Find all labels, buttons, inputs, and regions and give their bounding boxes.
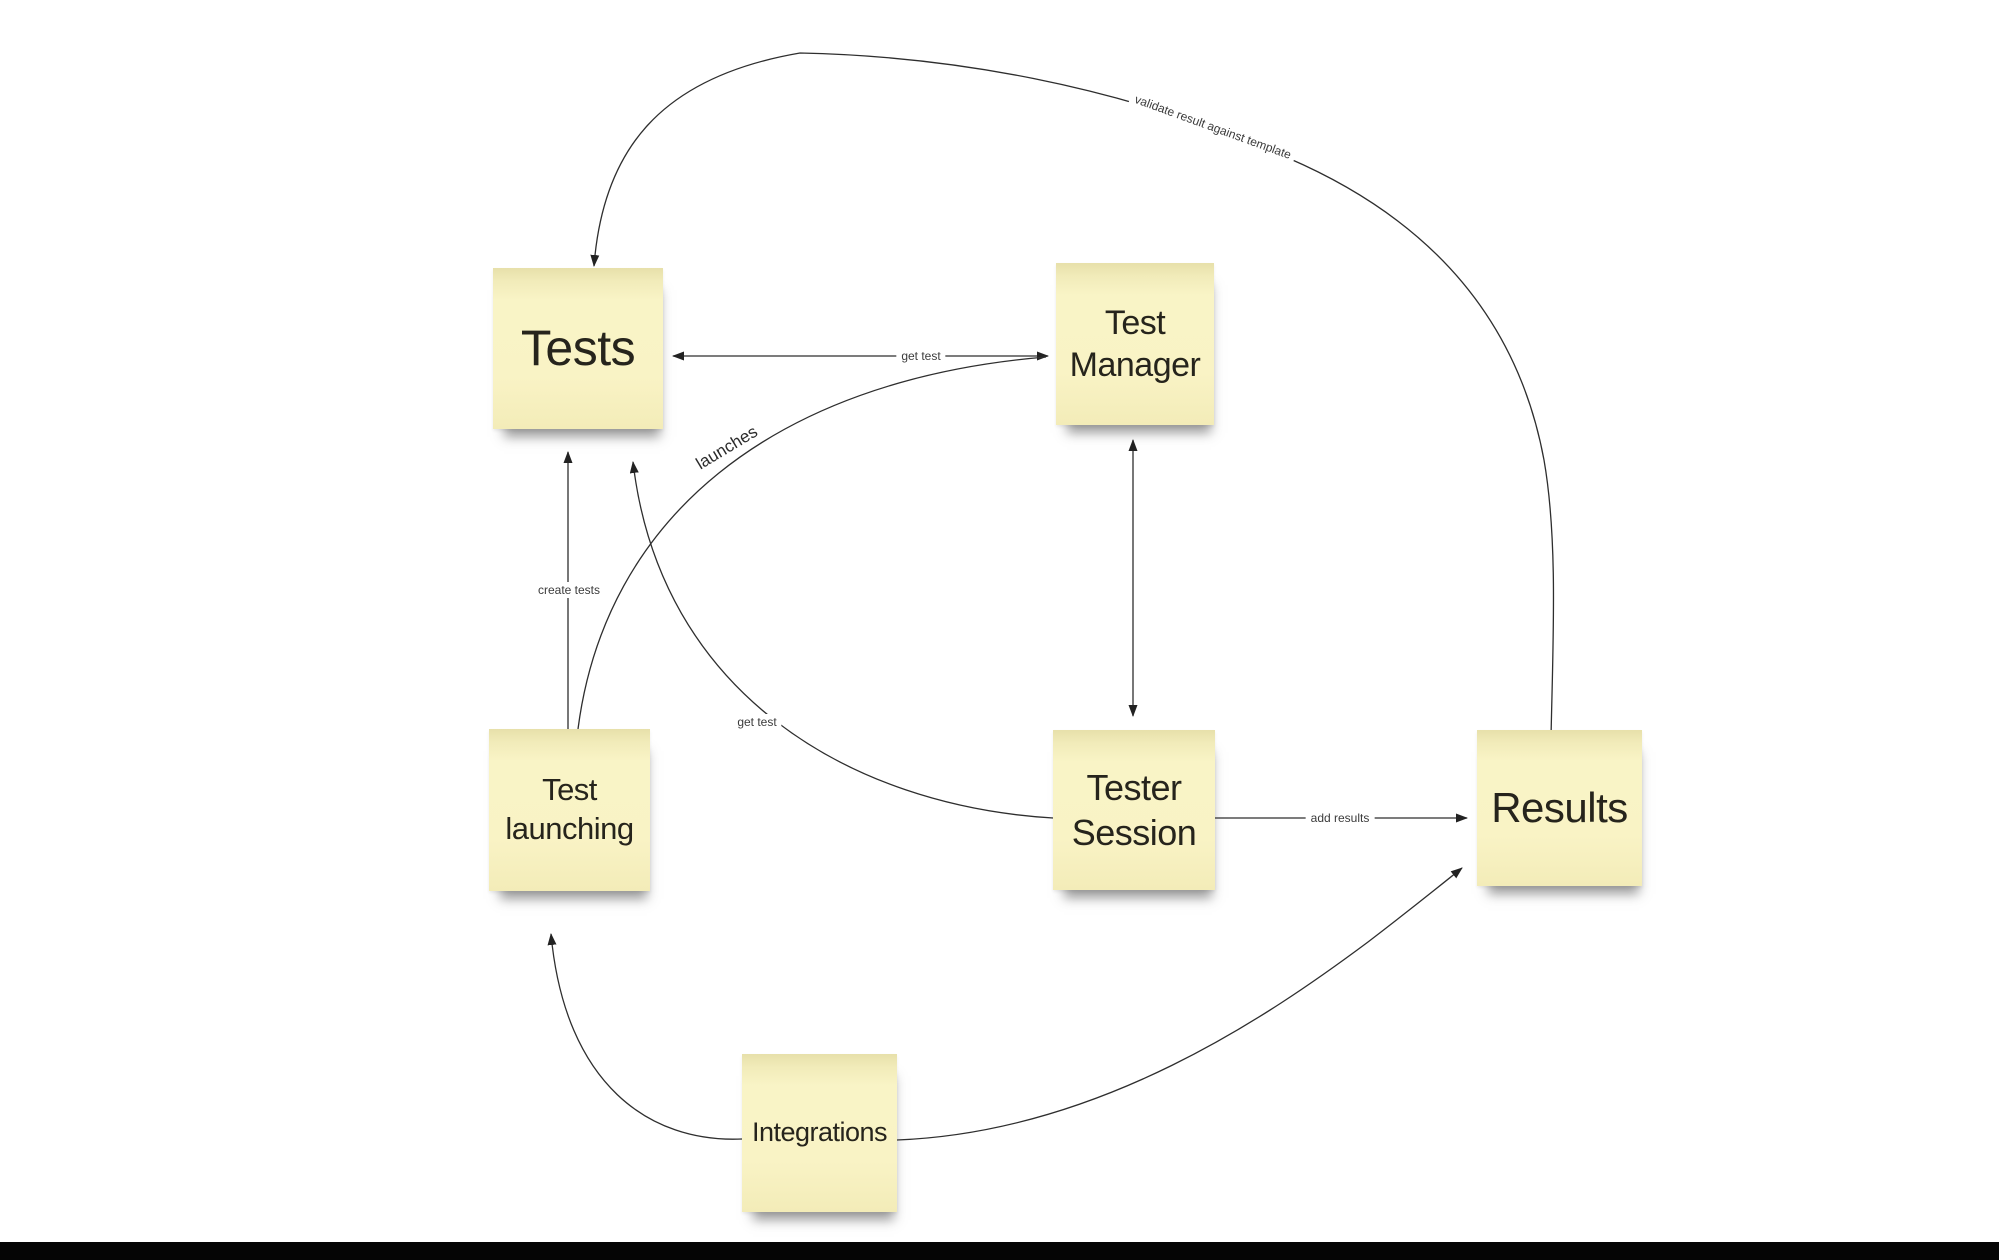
edge-launches[interactable] bbox=[577, 356, 1047, 730]
sticky-note-integrations-label: Integrations bbox=[751, 1117, 888, 1148]
bottom-black-bar bbox=[0, 1242, 1999, 1260]
edge-label-get-test-top[interactable]: get test bbox=[896, 348, 946, 364]
sticky-note-test-launching[interactable]: Test launching bbox=[489, 729, 650, 891]
sticky-note-test-launching-label: Test launching bbox=[505, 772, 634, 846]
edge-label-get-test-lower[interactable]: get test bbox=[732, 714, 782, 730]
edge-integrations-to-launching[interactable] bbox=[547, 933, 743, 1140]
sticky-note-test-manager[interactable]: Test Manager bbox=[1056, 263, 1214, 425]
sticky-note-integrations[interactable]: Integrations bbox=[742, 1054, 897, 1212]
edge-integrations-to-results[interactable] bbox=[896, 867, 1463, 1141]
sticky-note-results-label: Results bbox=[1491, 783, 1628, 831]
sticky-note-tester-session[interactable]: Tester Session bbox=[1053, 730, 1215, 890]
sticky-note-results[interactable]: Results bbox=[1477, 730, 1642, 886]
sticky-note-tests-label: Tests bbox=[520, 320, 636, 377]
sticky-note-tester-session-label: Tester Session bbox=[1071, 767, 1197, 853]
edge-label-create-tests[interactable]: create tests bbox=[532, 582, 606, 598]
sticky-note-tests[interactable]: Tests bbox=[493, 268, 663, 429]
edge-get-test-from-session[interactable] bbox=[629, 461, 1054, 819]
edge-label-add-results[interactable]: add results bbox=[1305, 810, 1375, 826]
sticky-note-test-manager-label: Test Manager bbox=[1069, 303, 1201, 385]
